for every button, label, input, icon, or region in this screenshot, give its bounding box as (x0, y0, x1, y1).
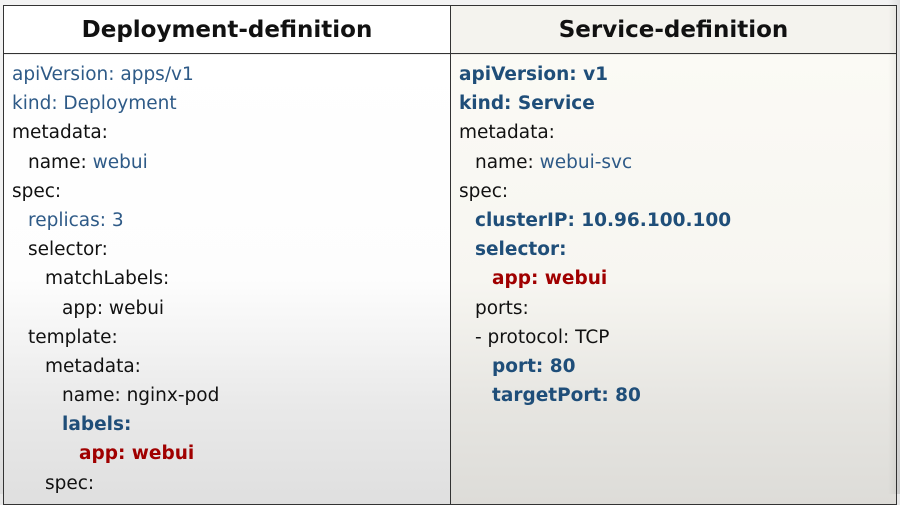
yaml-line: apiVersion: v1 (459, 60, 896, 89)
yaml-text: replicas: 3 (28, 209, 124, 231)
yaml-line: targetPort: 80 (459, 381, 896, 410)
code-row: apiVersion: apps/v1 kind: Deployment metad… (3, 53, 897, 505)
yaml-line: name: nginx-pod (12, 381, 450, 410)
yaml-text: app: webui (492, 268, 608, 290)
yaml-text: app: webui (62, 297, 165, 319)
yaml-text: template: (28, 326, 118, 348)
deployment-header: Deployment-definition (3, 5, 451, 54)
yaml-line: selector: (12, 235, 450, 264)
yaml-value: webui (92, 151, 148, 173)
yaml-text: selector: (28, 239, 108, 261)
yaml-line: app: webui (12, 294, 450, 323)
yaml-comparison-table: Deployment-definition Service-definition… (3, 5, 897, 505)
yaml-text: - protocol: TCP (475, 326, 610, 348)
yaml-text: clusterIP: 10.96.100.100 (475, 209, 732, 231)
edge-shadow (888, 0, 900, 494)
yaml-line: ports: (459, 294, 896, 323)
yaml-line: app: webui (12, 439, 450, 468)
deployment-yaml-code: apiVersion: apps/v1 kind: Deployment metad… (4, 54, 450, 498)
yaml-text: metadata: (12, 122, 108, 144)
yaml-text: metadata: (459, 122, 555, 144)
yaml-text: matchLabels: (45, 268, 170, 290)
yaml-text: apiVersion: v1 (459, 64, 609, 85)
yaml-text: kind: Deployment (12, 93, 177, 115)
yaml-text: kind: Service (459, 93, 595, 115)
yaml-text: spec: (459, 180, 509, 202)
yaml-line: name: webui (12, 148, 450, 177)
yaml-text: selector: (475, 239, 567, 261)
header-row: Deployment-definition Service-definition (3, 5, 897, 54)
yaml-line: metadata: (459, 118, 896, 147)
yaml-text: ports: (475, 297, 529, 319)
yaml-text: name: (28, 151, 93, 173)
yaml-text: spec: (12, 180, 62, 202)
yaml-line: spec: (12, 469, 450, 498)
deployment-yaml-cell: apiVersion: apps/v1 kind: Deployment metad… (3, 53, 451, 505)
yaml-text: targetPort: 80 (492, 385, 641, 407)
yaml-line: metadata: (12, 118, 450, 147)
yaml-text: metadata: (45, 355, 141, 377)
yaml-line: apiVersion: apps/v1 (12, 60, 450, 89)
yaml-line: - protocol: TCP (459, 323, 896, 352)
yaml-text: spec: (45, 472, 95, 494)
yaml-line: name: webui-svc (459, 148, 896, 177)
yaml-line: selector: (459, 235, 896, 264)
service-header: Service-definition (450, 5, 897, 54)
service-yaml-code: apiVersion: v1 kind: Service metadata: name… (451, 54, 896, 410)
yaml-text: apiVersion: apps/v1 (12, 64, 194, 85)
yaml-text: labels: (62, 414, 132, 436)
yaml-line: kind: Deployment (12, 89, 450, 118)
yaml-text: app: webui (79, 443, 195, 465)
yaml-line: matchLabels: (12, 264, 450, 293)
yaml-value: webui-svc (539, 151, 633, 173)
yaml-text: port: 80 (492, 355, 576, 377)
yaml-text: name: nginx-pod (62, 385, 220, 407)
yaml-text: name: (475, 151, 540, 173)
yaml-line: app: webui (459, 264, 896, 293)
yaml-line: template: (12, 323, 450, 352)
yaml-line: replicas: 3 (12, 206, 450, 235)
yaml-line: port: 80 (459, 352, 896, 381)
yaml-line: kind: Service (459, 89, 896, 118)
yaml-line: spec: (12, 177, 450, 206)
yaml-line: metadata: (12, 352, 450, 381)
yaml-line: spec: (459, 177, 896, 206)
service-yaml-cell: apiVersion: v1 kind: Service metadata: name… (450, 53, 897, 505)
yaml-line: labels: (12, 410, 450, 439)
yaml-line: clusterIP: 10.96.100.100 (459, 206, 896, 235)
